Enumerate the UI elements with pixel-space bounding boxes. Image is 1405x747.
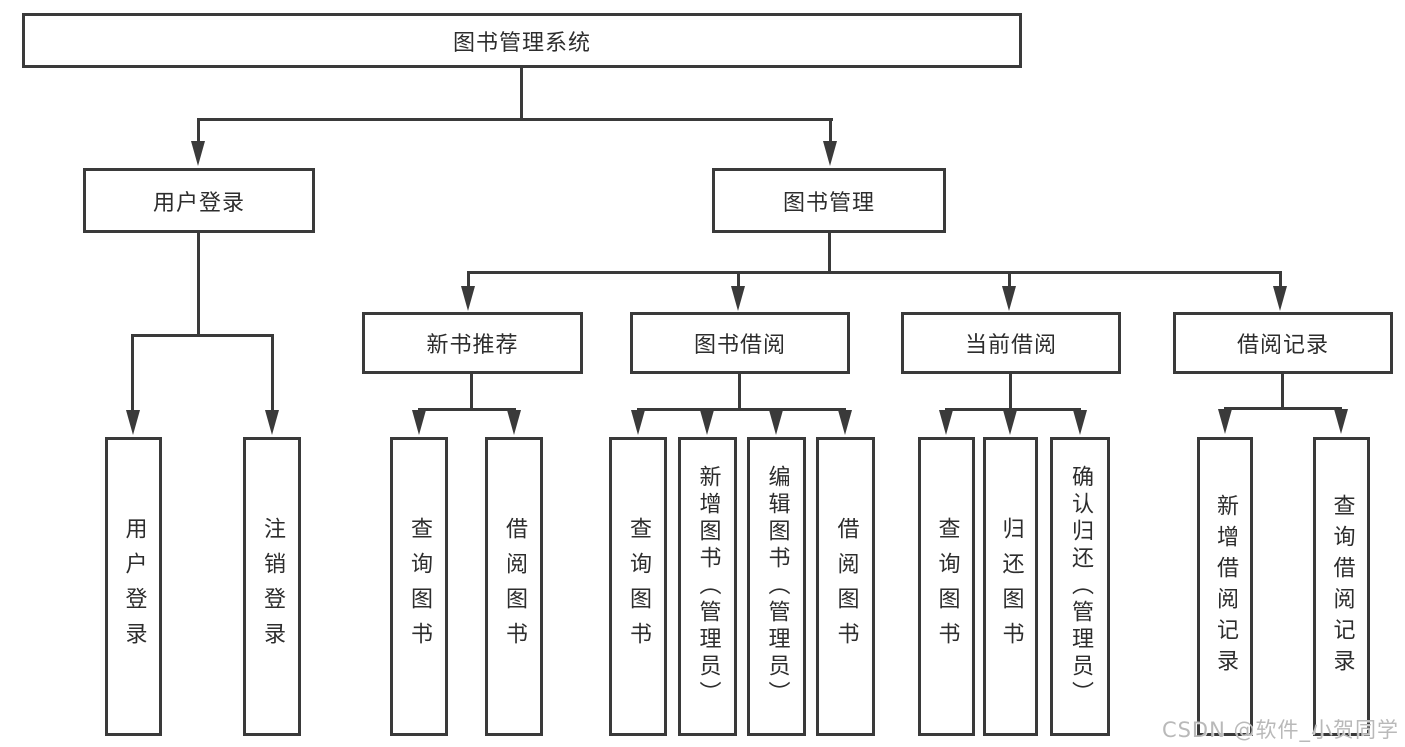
arrow-down-icon	[769, 410, 783, 435]
arrow-down-icon	[412, 410, 426, 435]
arrow-down-icon	[823, 141, 837, 166]
connector-mgmt-drop	[737, 271, 740, 288]
node-new-book-recommend: 新书推荐	[362, 312, 583, 374]
connector-records-stem	[1281, 374, 1284, 409]
arrow-down-icon	[1218, 409, 1232, 434]
arrow-down-icon	[838, 410, 852, 435]
leaf-logout: 注销登录	[243, 437, 301, 736]
leaf-query-borrow-record: 查询借阅记录	[1313, 437, 1370, 736]
leaf-borrow-book: 借阅图书	[816, 437, 875, 736]
leaf-user-login: 用户登录	[105, 437, 162, 736]
arrow-down-icon	[731, 286, 745, 311]
arrow-down-icon	[1334, 409, 1348, 434]
leaf-borrow-book: 借阅图书	[485, 437, 543, 736]
arrow-down-icon	[700, 410, 714, 435]
connector-mgmt-stem	[828, 233, 831, 273]
arrow-down-icon	[191, 141, 205, 166]
node-current-borrow: 当前借阅	[901, 312, 1121, 374]
node-borrow-records: 借阅记录	[1173, 312, 1393, 374]
connector-root-bar	[197, 118, 833, 121]
connector-current-stem	[1009, 374, 1012, 411]
connector-login-bar	[131, 334, 274, 337]
connector-mgmt-drop	[467, 271, 470, 288]
connector-login-drop	[131, 334, 134, 410]
arrow-down-icon	[939, 410, 953, 435]
leaf-add-borrow-record: 新增借阅记录	[1197, 437, 1253, 736]
node-user-login: 用户登录	[83, 168, 315, 233]
connector-mgmt-drop	[1279, 271, 1282, 288]
leaf-query-book: 查询图书	[918, 437, 975, 736]
arrow-down-icon	[1073, 410, 1087, 435]
arrow-down-icon	[265, 410, 279, 435]
connector-root-drop-right	[829, 118, 832, 144]
connector-records-bar	[1224, 407, 1342, 410]
connector-borrow-bar	[637, 408, 846, 411]
connector-mgmt-drop	[1008, 271, 1011, 288]
csdn-watermark: CSDN @软件_小贺同学	[1161, 718, 1399, 742]
leaf-query-book: 查询图书	[390, 437, 448, 736]
connector-login-drop	[271, 334, 274, 410]
leaf-edit-book-admin: 编辑图书（管理员）	[747, 437, 806, 736]
arrow-down-icon	[461, 286, 475, 311]
leaf-query-book: 查询图书	[609, 437, 667, 736]
connector-mgmt-bar	[467, 271, 1282, 274]
leaf-confirm-return-admin: 确认归还（管理员）	[1050, 437, 1110, 736]
arrow-down-icon	[507, 410, 521, 435]
arrow-down-icon	[631, 410, 645, 435]
connector-recommend-stem	[470, 374, 473, 411]
node-book-borrow: 图书借阅	[630, 312, 850, 374]
arrow-down-icon	[126, 410, 140, 435]
leaf-add-book-admin: 新增图书（管理员）	[678, 437, 737, 736]
connector-login-stem	[197, 233, 200, 337]
arrow-down-icon	[1002, 286, 1016, 311]
connector-root-stem	[520, 68, 523, 120]
leaf-return-book: 归还图书	[983, 437, 1038, 736]
connector-root-drop-left	[197, 118, 200, 144]
node-library-system: 图书管理系统	[22, 13, 1022, 68]
arrow-down-icon	[1003, 410, 1017, 435]
connector-borrow-stem	[738, 374, 741, 411]
connector-current-bar	[945, 408, 1081, 411]
arrow-down-icon	[1273, 286, 1287, 311]
connector-recommend-bar	[418, 408, 516, 411]
node-book-management: 图书管理	[712, 168, 946, 233]
